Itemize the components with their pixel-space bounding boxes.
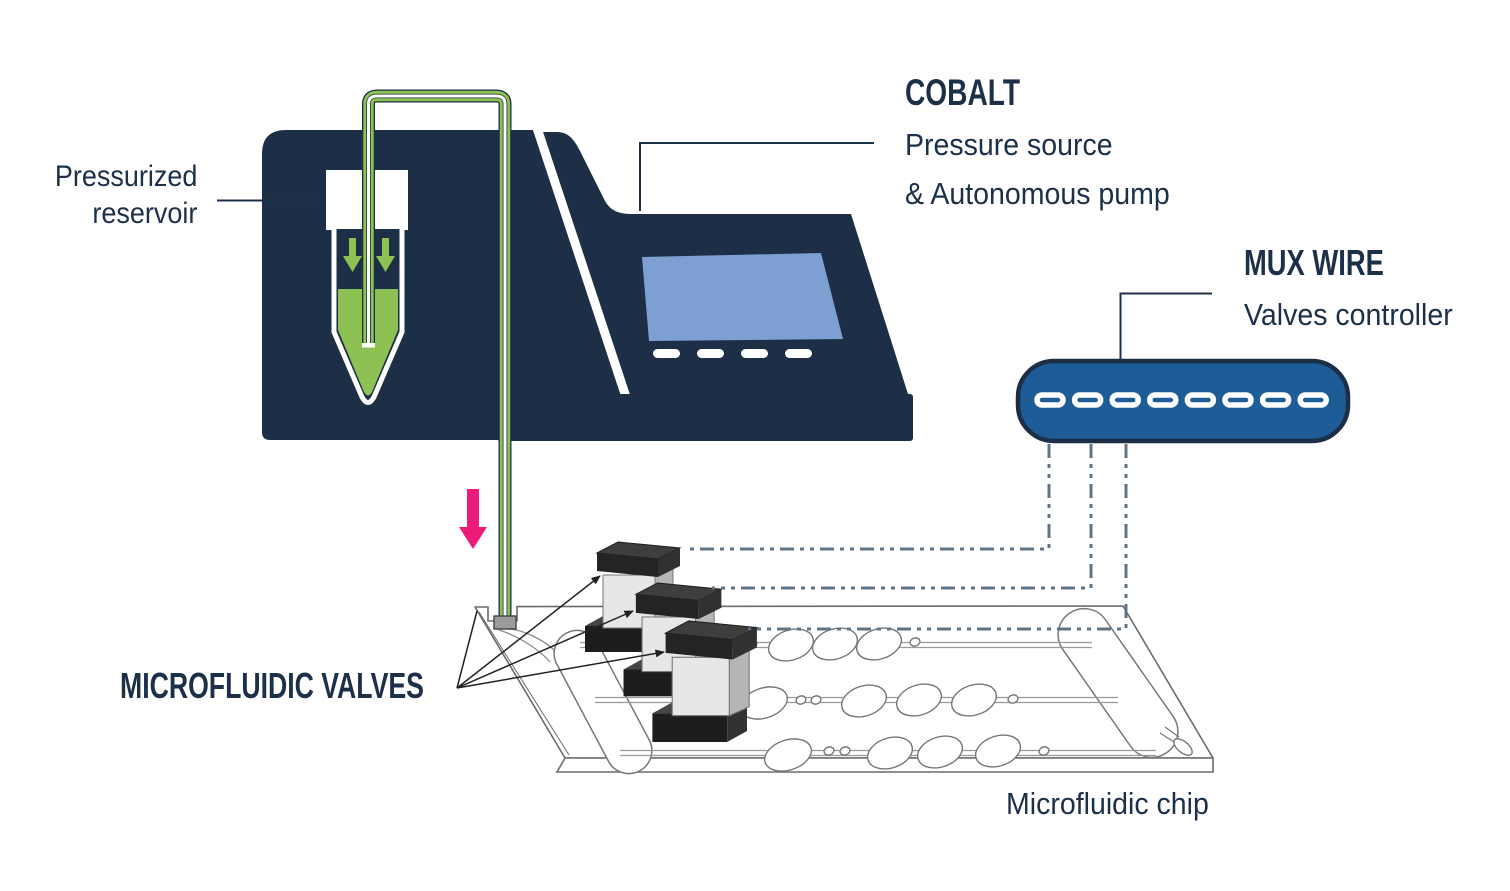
microfluidic-chip-label: Microfluidic chip xyxy=(1006,786,1209,821)
chip-chambers-row xyxy=(764,734,1050,772)
cobalt-subtitle-line1: Pressure source xyxy=(905,127,1113,162)
mux-pointer xyxy=(1119,292,1212,360)
label-pointers xyxy=(217,142,1212,360)
device-base xyxy=(497,394,913,441)
arrow-to-chip-inlet xyxy=(456,610,478,689)
cobalt-device xyxy=(497,126,913,441)
reservoir-label-line1: Pressurized xyxy=(54,160,197,193)
flow-down-arrows xyxy=(343,238,395,272)
device-buttons xyxy=(653,349,812,358)
cobalt-title: COBALT xyxy=(905,72,1021,113)
mux-ports xyxy=(1034,392,1329,408)
cobalt-pointer xyxy=(639,142,874,211)
valve-annotation-arrows xyxy=(456,575,665,689)
flow-arrow-icon xyxy=(459,489,487,549)
cobalt-subtitle-line2: & Autonomous pump xyxy=(905,176,1170,211)
feed-tube xyxy=(362,89,517,630)
mux-wire-title: MUX WIRE xyxy=(1244,242,1384,283)
mux-wire-subtitle: Valves controller xyxy=(1244,297,1453,332)
device-stripe xyxy=(532,126,632,402)
reservoir-label-line2: reservoir xyxy=(91,197,197,230)
microfluidic-valves-label: MICROFLUIDIC VALVES xyxy=(120,665,424,706)
chip-outlet xyxy=(1173,738,1193,756)
mux-wire-controller xyxy=(1015,358,1351,444)
down-arrow-icon xyxy=(343,238,362,272)
reservoir-label: Pressurized reservoir xyxy=(54,158,197,232)
arrow-to-valve-1 xyxy=(456,575,601,689)
chip-chambers-row xyxy=(740,683,1019,720)
device-screen xyxy=(642,253,843,341)
microfluidic-valve-3 xyxy=(652,620,759,742)
mux-control-wires xyxy=(684,444,1128,631)
straw-tip xyxy=(362,343,375,348)
arrow-to-valve-2 xyxy=(456,610,634,689)
tube-chip-connector xyxy=(493,615,517,630)
arrow-to-valve-3 xyxy=(456,649,665,689)
down-arrow-icon xyxy=(376,238,395,272)
